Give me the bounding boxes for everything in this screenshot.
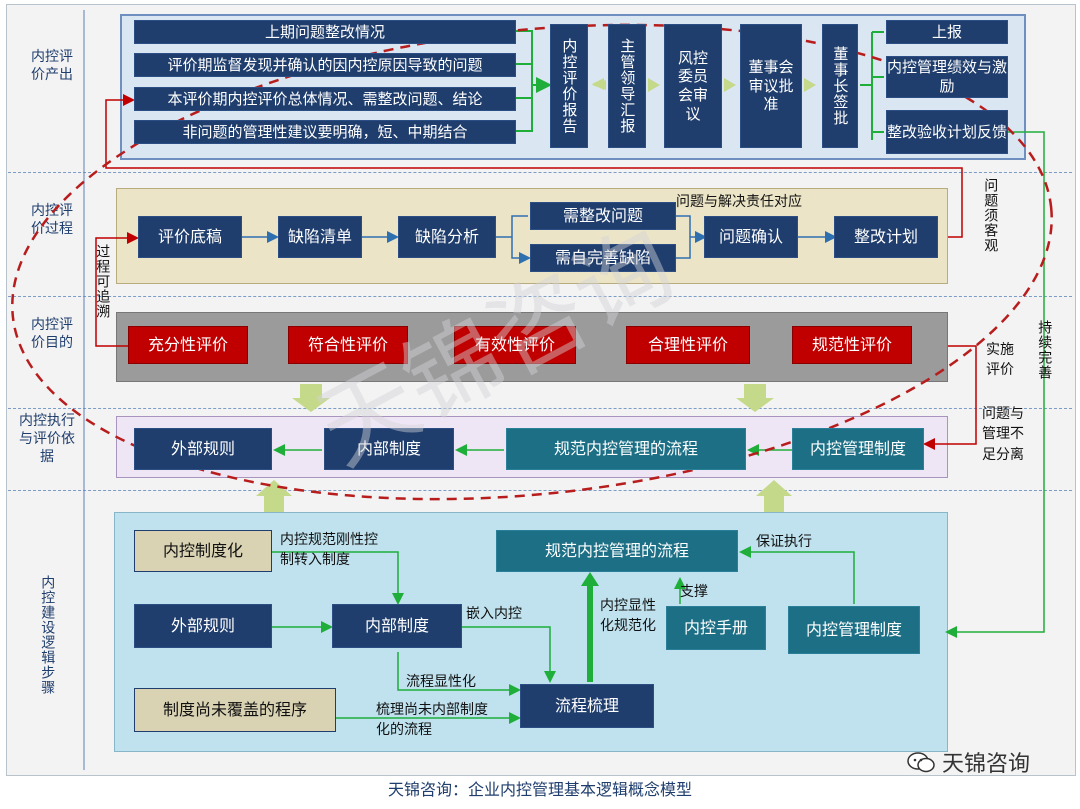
report-step: 董事会审议批准: [740, 24, 802, 148]
note-rigid: 内控规范刚性控制转入制度: [280, 532, 378, 569]
process-step: 评价底稿: [138, 216, 242, 258]
evaluation-type: 符合性评价: [288, 326, 408, 364]
section-label-purpose: 内控评价目的: [31, 317, 73, 352]
logic-box: 内控管理制度: [788, 606, 920, 654]
result-box: 内控管理绩效与激励: [886, 56, 1008, 98]
process-step: 问题确认: [704, 216, 798, 258]
section-divider: [8, 172, 1072, 173]
note-sort-uncovered: 梳理尚未内部制度化的流程: [376, 702, 488, 739]
result-box: 整改验收计划反馈: [886, 110, 1008, 154]
output-item: 非问题的管理性建议要明确，短、中期结合: [134, 120, 516, 144]
report-step: 董事长签批: [822, 24, 858, 148]
process-step: 整改计划: [834, 216, 938, 258]
logic-box: 外部规则: [134, 604, 272, 648]
note-visible: 流程显性化: [406, 674, 476, 690]
logic-box: 内控手册: [666, 606, 766, 650]
report-step: 风控委员会审议: [664, 24, 722, 148]
note-ensure: 保证执行: [756, 534, 812, 550]
note-separation: 问题与管理不足分离: [982, 406, 1024, 463]
process-step: 缺陷分析: [398, 216, 496, 258]
basis-item: 外部规则: [134, 428, 272, 470]
section-label-basis: 内控执行与评价依据: [19, 413, 75, 466]
output-item: 评价期监督发现并确认的因内控原因导致的问题: [134, 53, 516, 77]
section-label-output: 内控评价产出: [31, 49, 73, 84]
brand: 天锦咨询: [906, 746, 1030, 778]
process-step: 需自完善缺陷: [530, 244, 676, 272]
logic-box: 制度尚未覆盖的程序: [134, 688, 336, 732]
note-responsibility: 问题与解决责任对应: [676, 194, 802, 210]
logic-box: 内控制度化: [134, 530, 272, 572]
logic-box: 流程梳理: [520, 684, 654, 728]
footer-caption: 天锦咨询：企业内控管理基本逻辑概念模型: [387, 780, 692, 799]
basis-item: 规范内控管理的流程: [506, 428, 746, 470]
chat-bubble-icon: [907, 752, 935, 773]
output-item: 本评价期内控评价总体情况、需整改问题、结论: [134, 87, 516, 111]
note-traceable: 过程可追溯: [94, 244, 111, 319]
basis-item: 内控管理制度: [792, 428, 924, 470]
note-support: 支撑: [680, 584, 708, 600]
logic-box: 内部制度: [332, 604, 462, 648]
note-implement: 实施评价: [986, 342, 1014, 379]
section-label-logic: 内控建设逻辑步骤: [39, 575, 56, 695]
evaluation-type: 充分性评价: [128, 326, 248, 364]
logic-box: 规范内控管理的流程: [496, 530, 738, 572]
report-step: 主管领导汇报: [608, 24, 646, 148]
evaluation-type: 合理性评价: [626, 326, 750, 364]
note-objective: 问题须客观: [982, 178, 999, 253]
note-explicit: 内控显性化规范化: [600, 598, 656, 635]
output-item: 上期问题整改情况: [134, 20, 516, 44]
process-step: 缺陷清单: [278, 216, 362, 258]
section-divider: [8, 296, 1072, 297]
report-step: 内控评价报告: [550, 24, 588, 148]
process-step: 需整改问题: [530, 202, 676, 230]
evaluation-type: 有效性评价: [454, 326, 576, 364]
basis-item: 内部制度: [324, 428, 454, 470]
note-continuous: 持续完善: [1036, 320, 1053, 380]
evaluation-type: 规范性评价: [792, 326, 912, 364]
note-embed: 嵌入内控: [466, 606, 522, 622]
section-divider: [8, 408, 1072, 409]
result-box: 上报: [886, 20, 1008, 44]
section-divider: [8, 490, 1072, 491]
